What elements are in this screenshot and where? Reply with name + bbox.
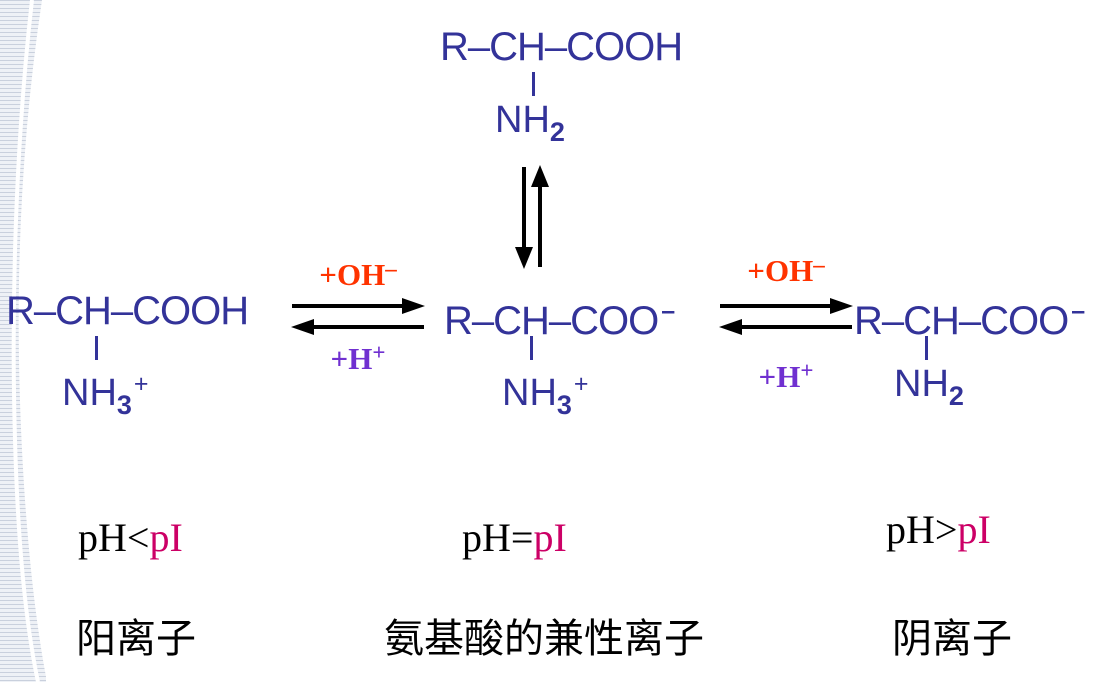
caption-anion: 阴离子: [892, 616, 1012, 661]
amine-group: NH2: [894, 363, 964, 411]
amine-group: NH2: [495, 99, 565, 147]
proton-label: +H+: [758, 358, 814, 394]
formula-backbone: R–CH–COOH: [440, 25, 683, 69]
structure-zwitterion: R–CH–COO– NH3+: [444, 288, 676, 420]
formula-backbone: R–CH–COO–: [854, 297, 1086, 343]
proton-label: +H+: [330, 340, 386, 376]
structure-neutral: R–CH–COOH NH2: [440, 24, 683, 147]
ph-condition-zwitterion: pH=pI: [462, 515, 567, 560]
caption-zwitterion: 氨基酸的兼性离子: [384, 616, 704, 661]
caption-cation: 阳离子: [76, 616, 196, 661]
formula-backbone: R–CH–COOH: [6, 289, 249, 333]
structure-anion: R–CH–COO– NH2: [854, 288, 1086, 411]
vertical-equilibrium-arrows-icon: [515, 165, 549, 269]
ph-condition-anion: pH>pI: [886, 507, 991, 552]
equilibrium-arrows-icon: [291, 298, 425, 335]
structure-cation: R–CH–COOH NH3+: [6, 288, 249, 420]
amine-group: NH3+: [62, 370, 149, 420]
hydroxide-label: +OH–: [747, 252, 825, 288]
bond-icon: [530, 336, 533, 360]
amine-group: NH3+: [502, 370, 589, 420]
equilibrium-arrows-icon: [719, 298, 853, 335]
formula-backbone: R–CH–COO–: [444, 297, 676, 343]
bond-icon: [95, 336, 98, 360]
ph-condition-cation: pH<pI: [78, 515, 183, 560]
bond-icon: [532, 72, 535, 96]
left-decoration-curve: [11, 0, 60, 682]
bond-icon: [925, 336, 928, 360]
hydroxide-label: +OH–: [319, 256, 397, 292]
